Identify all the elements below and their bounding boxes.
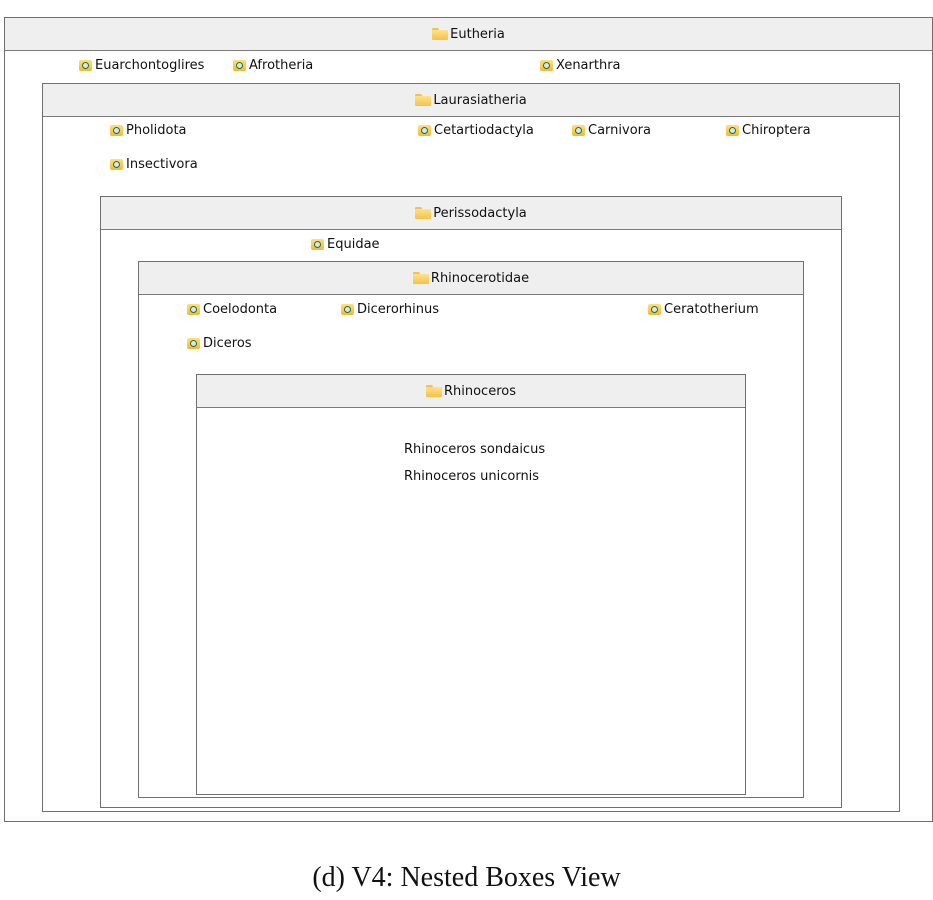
node-cetartiodactyla[interactable]: Cetartiodactyla xyxy=(418,123,534,138)
box-header-perissodactyla[interactable]: Perissodactyla xyxy=(101,197,841,230)
box-title: Laurasiatheria xyxy=(433,92,527,108)
species-rhinoceros-sondaicus[interactable]: Rhinoceros sondaicus xyxy=(404,442,546,457)
box-rhinoceros: Rhinoceros xyxy=(196,374,746,795)
group-icon xyxy=(187,304,200,315)
node-coelodonta[interactable]: Coelodonta xyxy=(187,302,277,317)
node-pholidota[interactable]: Pholidota xyxy=(110,123,187,138)
box-title: Rhinoceros xyxy=(443,383,516,399)
species-rhinoceros-unicornis[interactable]: Rhinoceros unicornis xyxy=(404,469,540,484)
node-afrotheria[interactable]: Afrotheria xyxy=(233,58,313,73)
node-label: Insectivora xyxy=(126,157,198,172)
node-label: Euarchontoglires xyxy=(95,58,205,73)
group-icon xyxy=(110,125,123,136)
node-chiroptera[interactable]: Chiroptera xyxy=(726,123,811,138)
node-label: Chiroptera xyxy=(742,123,811,138)
node-ceratotherium[interactable]: Ceratotherium xyxy=(648,302,759,317)
box-title: Rhinocerotidae xyxy=(430,270,530,286)
group-icon xyxy=(341,304,354,315)
group-icon xyxy=(540,60,553,71)
folder-icon xyxy=(415,94,432,106)
node-label: Cetartiodactyla xyxy=(434,123,534,138)
group-icon xyxy=(572,125,585,136)
box-header-rhinocerotidae[interactable]: Rhinocerotidae xyxy=(139,262,803,295)
node-label: Carnivora xyxy=(588,123,651,138)
box-header-laurasiatheria[interactable]: Laurasiatheria xyxy=(43,84,899,117)
group-icon xyxy=(311,239,324,250)
figure-caption: (d) V4: Nested Boxes View xyxy=(312,862,621,893)
group-icon xyxy=(648,304,661,315)
node-label: Xenarthra xyxy=(556,58,621,73)
node-equidae[interactable]: Equidae xyxy=(311,237,380,252)
node-label: Diceros xyxy=(203,336,252,351)
group-icon xyxy=(233,60,246,71)
group-icon xyxy=(79,60,92,71)
box-header-rhinoceros[interactable]: Rhinoceros xyxy=(197,375,745,408)
folder-icon xyxy=(432,28,449,40)
node-label: Pholidota xyxy=(126,123,187,138)
node-xenarthra[interactable]: Xenarthra xyxy=(540,58,621,73)
node-label: Ceratotherium xyxy=(664,302,759,317)
node-label: Equidae xyxy=(327,237,380,252)
group-icon xyxy=(418,125,431,136)
node-carnivora[interactable]: Carnivora xyxy=(572,123,651,138)
folder-icon xyxy=(412,272,429,284)
folder-icon xyxy=(415,207,432,219)
node-dicerorhinus[interactable]: Dicerorhinus xyxy=(341,302,439,317)
node-insectivora[interactable]: Insectivora xyxy=(110,157,198,172)
box-title: Perissodactyla xyxy=(433,205,527,221)
group-icon xyxy=(187,338,200,349)
node-label: Afrotheria xyxy=(249,58,314,73)
group-icon xyxy=(726,125,739,136)
group-icon xyxy=(110,159,123,170)
node-label: Dicerorhinus xyxy=(357,302,439,317)
box-header-eutheria[interactable]: Eutheria xyxy=(5,18,932,51)
box-title: Eutheria xyxy=(450,26,505,42)
node-diceros[interactable]: Diceros xyxy=(187,336,252,351)
node-label: Coelodonta xyxy=(203,302,278,317)
node-euarchontoglires[interactable]: Euarchontoglires xyxy=(79,58,204,73)
folder-icon xyxy=(425,385,442,397)
